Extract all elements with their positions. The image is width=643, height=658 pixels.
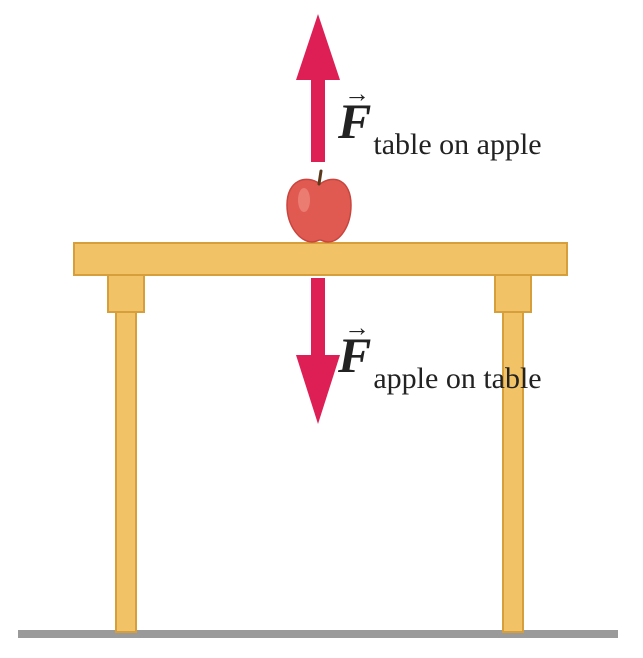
force-subscript: apple on table (373, 362, 542, 395)
force-label-table-on-apple: →Ftable on apple (338, 81, 542, 162)
force-letter: F (338, 93, 372, 149)
force-symbol: →F (338, 315, 372, 383)
table-bracket-left (107, 274, 145, 313)
apple (286, 169, 352, 243)
force-label-apple-on-table: →Fapple on table (338, 315, 542, 396)
table-bracket-right (494, 274, 532, 313)
force-subscript: table on apple (373, 128, 542, 161)
arrow-table-on-apple (296, 14, 340, 162)
vector-arrow-icon: → (344, 79, 370, 108)
table-leg-left (115, 311, 137, 633)
force-symbol: →F (338, 81, 372, 149)
arrow-apple-on-table (296, 278, 340, 424)
force-letter: F (338, 327, 372, 383)
vector-arrow-icon: → (344, 313, 370, 342)
table-top (73, 242, 568, 276)
ground-line (18, 630, 618, 638)
